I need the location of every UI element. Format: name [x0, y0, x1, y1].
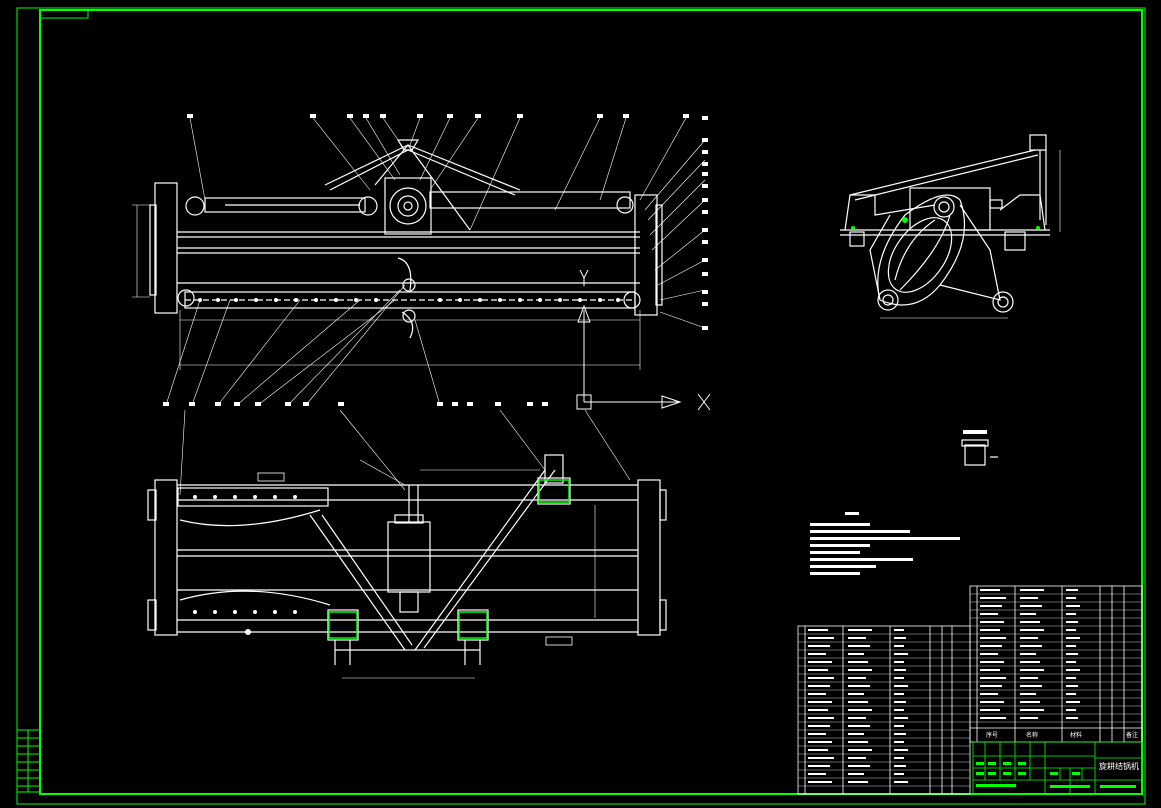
binding-strip	[16, 729, 41, 793]
top-view	[147, 409, 667, 679]
front-balloon-ticks	[163, 114, 708, 406]
parts-header-1: 名称	[1026, 732, 1039, 739]
parts-list-left-text	[808, 629, 908, 783]
parts-header-2: 材料	[1070, 732, 1083, 739]
axis-symbol	[576, 269, 711, 411]
parts-list-left-rows	[798, 633, 970, 787]
front-shaft-holes	[198, 298, 620, 302]
title-block-text	[976, 762, 1136, 788]
parts-list-right	[969, 585, 1143, 743]
parts-list-right-text	[980, 589, 1080, 719]
parts-header-0: 序号	[986, 732, 999, 739]
detail-view	[961, 439, 998, 466]
technical-notes	[810, 512, 960, 575]
side-view	[840, 134, 1061, 319]
front-view	[132, 139, 663, 370]
top-view-green-parts	[328, 479, 570, 639]
drawing-frame	[16, 7, 1146, 805]
drawing-title: 旋耕结锅机	[1099, 762, 1139, 771]
detail-label-bar	[963, 430, 987, 434]
parts-header-3: 备注	[1126, 732, 1139, 739]
side-view-green	[851, 217, 1040, 230]
front-leaders	[165, 117, 706, 406]
parts-list-right-rows	[970, 593, 1142, 723]
title-block	[972, 741, 1143, 795]
top-view-holes	[193, 495, 297, 635]
